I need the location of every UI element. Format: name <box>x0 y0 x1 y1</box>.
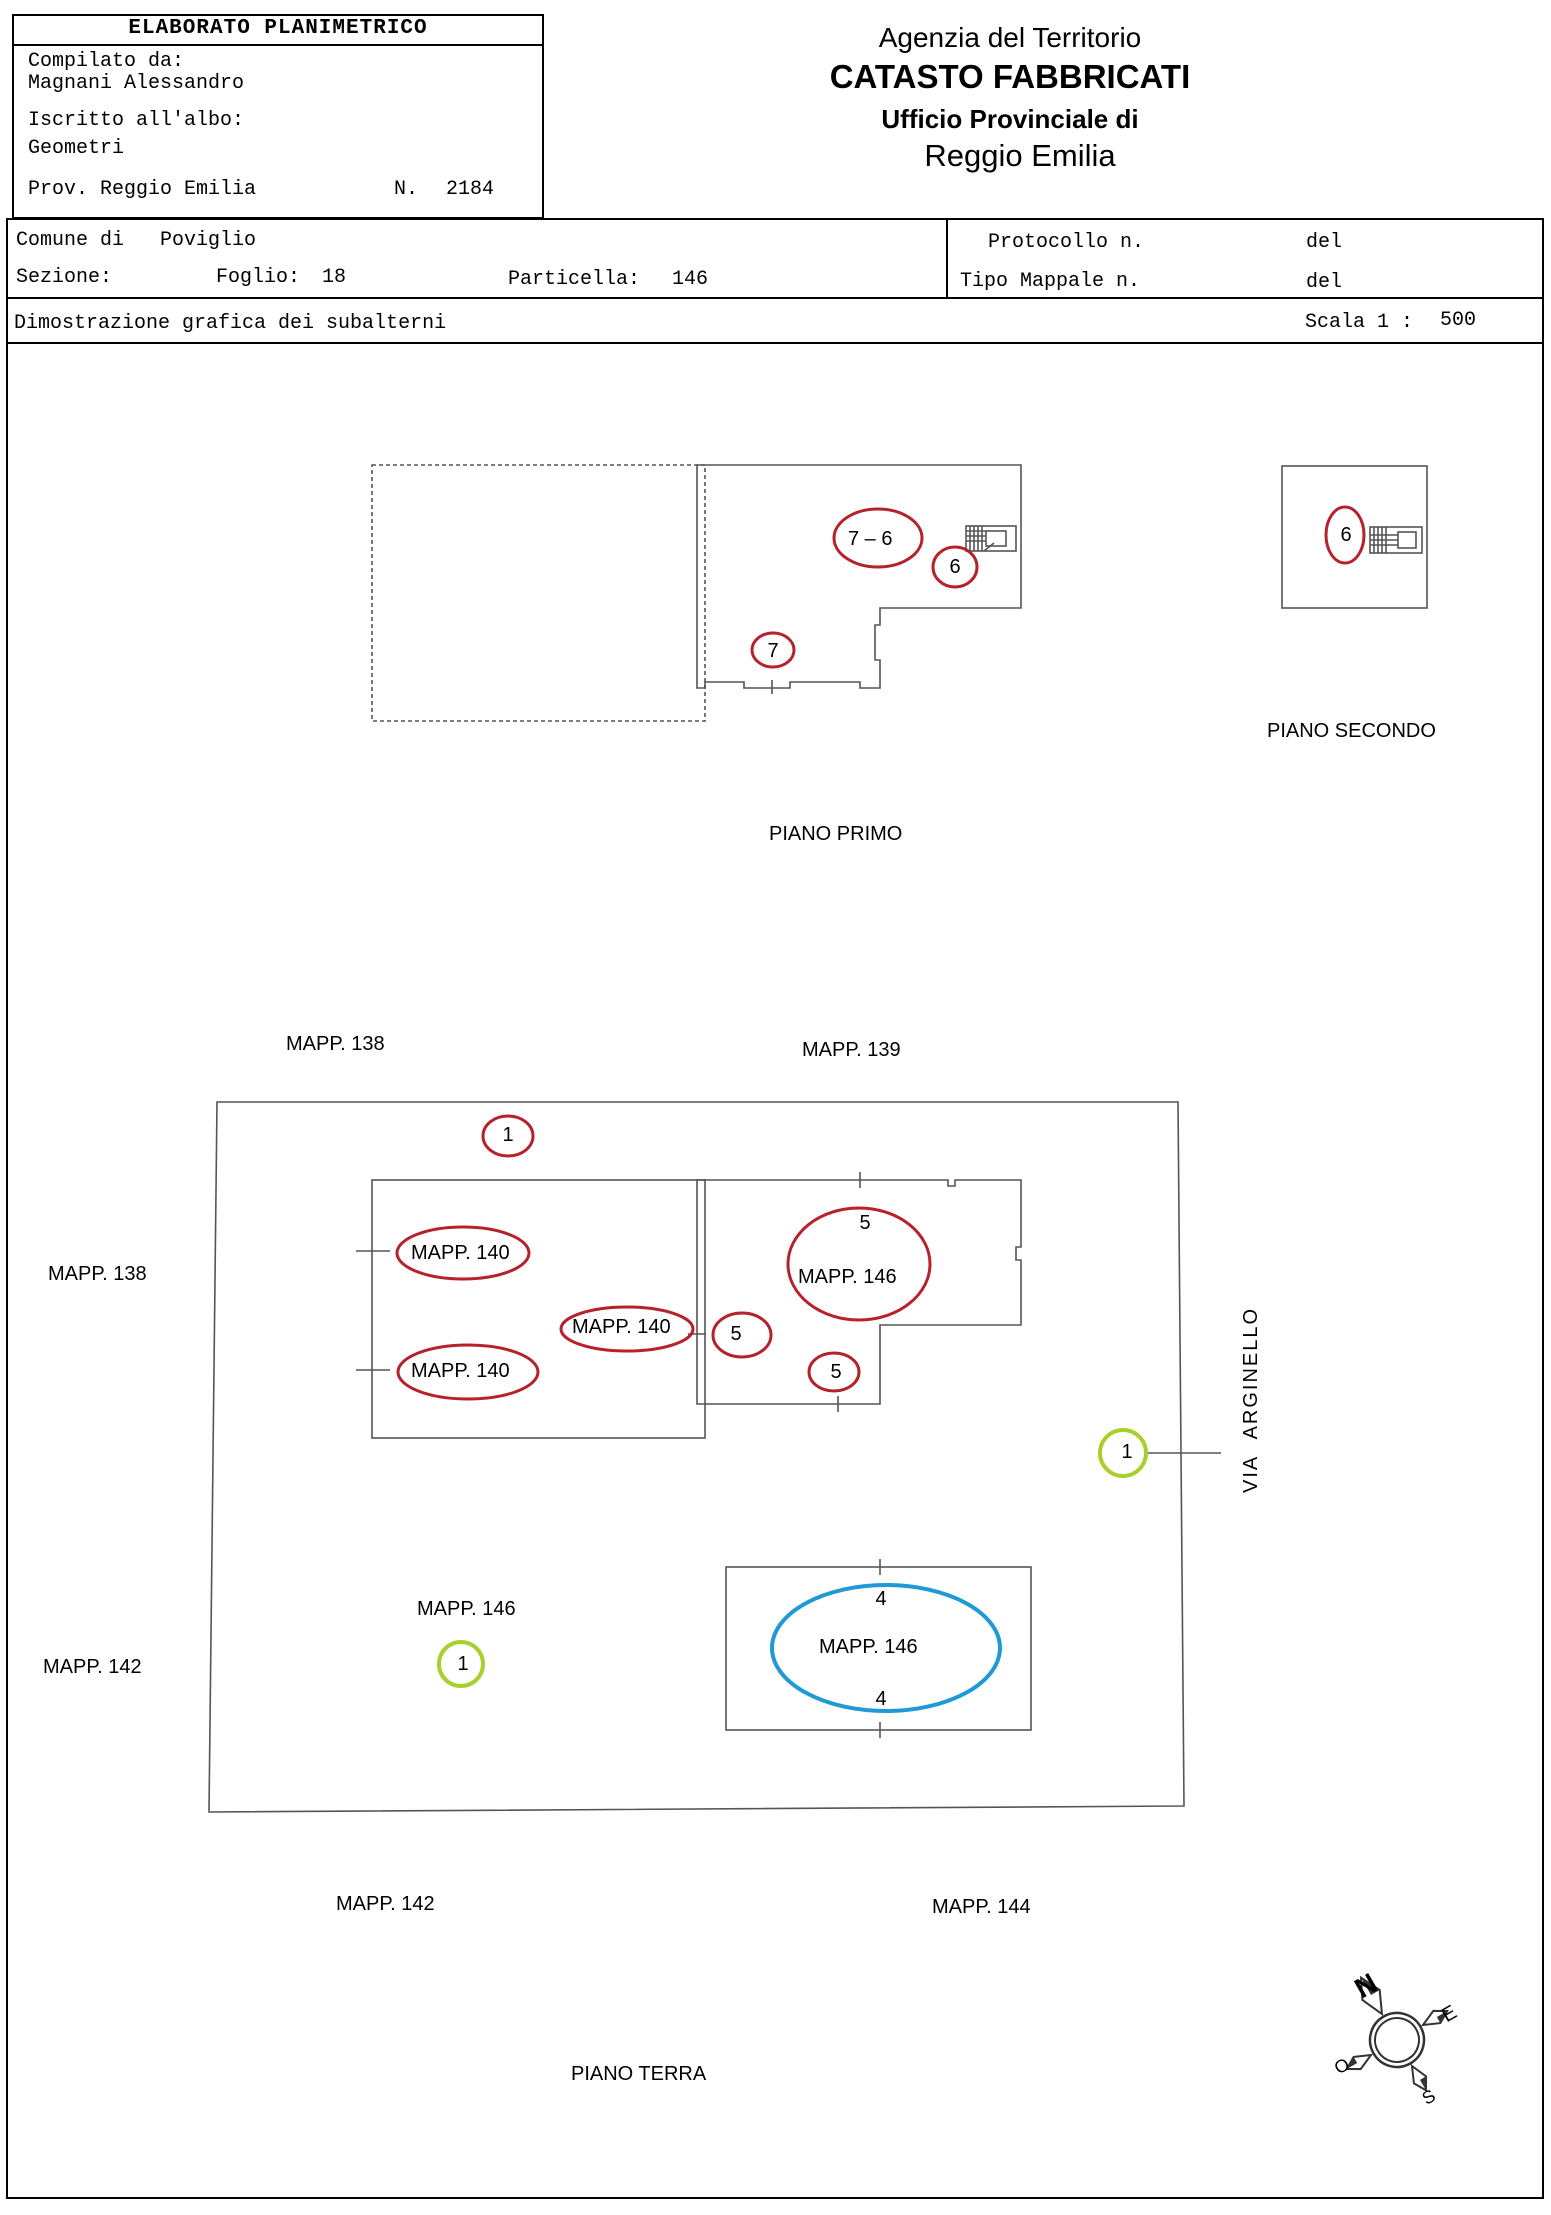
drawing-frame <box>6 342 1544 2199</box>
sub-7-6-ellipse <box>832 507 924 569</box>
protocollo-del: del <box>1306 231 1343 254</box>
scala-value: 500 <box>1440 309 1477 332</box>
sub-label-7: 7 <box>767 640 779 662</box>
sub-label-1-right: 1 <box>1121 1441 1133 1463</box>
sezione-label: Sezione: <box>16 266 113 289</box>
sub-label-6b: 6 <box>1340 524 1352 546</box>
sub-label-1-top: 1 <box>502 1124 514 1146</box>
sub-label-mapp-140-c: MAPP. 140 <box>572 1316 671 1338</box>
sub-5-low-ellipse <box>807 1351 861 1393</box>
sub-label-6a: 6 <box>949 556 961 578</box>
particella-label: Particella: <box>508 268 641 291</box>
number-value: 2184 <box>446 178 495 201</box>
compiled-by-label: Compilato da: <box>28 50 185 73</box>
foglio-label: Foglio: <box>216 266 301 289</box>
label-street: VIA ARGINELLO <box>1240 1306 1262 1493</box>
sub-label-1-yard: 1 <box>457 1653 469 1675</box>
province: Prov. Reggio Emilia <box>28 178 257 201</box>
stairs-first-floor <box>965 525 1017 552</box>
tipo-label: Tipo Mappale n. <box>960 270 1141 293</box>
sub-1-top-ellipse <box>481 1114 535 1158</box>
sub-label-4-top: 4 <box>875 1588 887 1610</box>
label-piano-primo: PIANO PRIMO <box>769 823 903 845</box>
ground-right-building <box>696 1179 1022 1405</box>
sub-label-mapp-140-a: MAPP. 140 <box>411 1242 510 1264</box>
scala-label: Scala 1 : <box>1305 311 1414 334</box>
garage-outline <box>725 1566 1032 1731</box>
neighbor-mapp-139: MAPP. 139 <box>802 1039 901 1061</box>
sub-label-mapp-146-garage: MAPP. 146 <box>819 1636 918 1658</box>
sub-6b-ellipse <box>1324 505 1366 565</box>
sub-label-mapp-146-main: MAPP. 146 <box>798 1266 897 1288</box>
comune-value: Poviglio <box>160 229 257 252</box>
compass-icon <box>1345 1975 1449 2092</box>
sub-1-right-circle <box>1098 1428 1148 1478</box>
sub-6a-ellipse <box>931 545 979 589</box>
comune-label: Comune di <box>16 229 125 252</box>
header-title: ELABORATO PLANIMETRICO <box>128 17 428 40</box>
particella-value: 146 <box>672 268 709 291</box>
number-label: N. <box>394 178 419 201</box>
sub-7-ellipse <box>750 631 796 669</box>
mapp-146-garage-ellipse <box>770 1583 1002 1713</box>
sub-label-4-bottom: 4 <box>875 1688 887 1710</box>
yard-mapp-146: MAPP. 146 <box>417 1598 516 1620</box>
neighbor-mapp-144: MAPP. 144 <box>932 1896 1031 1918</box>
lot-boundary <box>208 1101 1185 1813</box>
sub-label-5-top: 5 <box>859 1212 871 1234</box>
agency-line3: Ufficio Provinciale di <box>881 104 1139 134</box>
sub-label-mapp-140-b: MAPP. 140 <box>411 1360 510 1382</box>
sub-5-mid-ellipse <box>711 1311 773 1359</box>
protocollo-label: Protocollo n. <box>988 231 1145 254</box>
label-piano-secondo: PIANO SECONDO <box>1267 720 1436 742</box>
neighbor-mapp-142-bottom: MAPP. 142 <box>336 1893 435 1915</box>
stairs-second-floor <box>1369 526 1423 554</box>
mapp-146-main-ellipse <box>786 1206 932 1322</box>
compiled-by-value: Magnani Alessandro <box>28 72 245 95</box>
header-title-cell <box>12 14 544 46</box>
mapp-140-a-ellipse <box>395 1225 531 1281</box>
tipo-del: del <box>1306 271 1343 294</box>
sub-label-5-low: 5 <box>830 1361 842 1383</box>
ground-left-building <box>371 1179 706 1439</box>
label-piano-terra: PIANO TERRA <box>571 2063 707 2085</box>
sub-label-5-mid: 5 <box>730 1323 742 1345</box>
first-floor-outline <box>696 464 1022 689</box>
agency-line1: Agenzia del Territorio <box>878 22 1142 53</box>
mapp-140-c-ellipse <box>559 1305 695 1353</box>
registered-value: Geometri <box>28 137 125 160</box>
info-divider-v <box>946 218 948 298</box>
second-floor-outline <box>1281 465 1428 609</box>
terrace-dashed-outline <box>371 464 706 722</box>
neighbor-mapp-138-top: MAPP. 138 <box>286 1033 385 1055</box>
sub-1-yard-circle <box>437 1640 485 1688</box>
agency-line2: CATASTO FABBRICATI <box>829 58 1191 95</box>
foglio-value: 18 <box>322 266 347 289</box>
neighbor-mapp-138-left: MAPP. 138 <box>48 1263 147 1285</box>
info-divider-h <box>6 297 1544 299</box>
description: Dimostrazione grafica dei subalterni <box>14 312 447 335</box>
mapp-140-b-ellipse <box>396 1343 540 1401</box>
registered-label: Iscritto all'albo: <box>28 109 245 132</box>
sub-label-7-6: 7 – 6 <box>848 528 893 550</box>
agency-line4: Reggio Emilia <box>924 138 1116 173</box>
neighbor-mapp-142-left: MAPP. 142 <box>43 1656 142 1678</box>
